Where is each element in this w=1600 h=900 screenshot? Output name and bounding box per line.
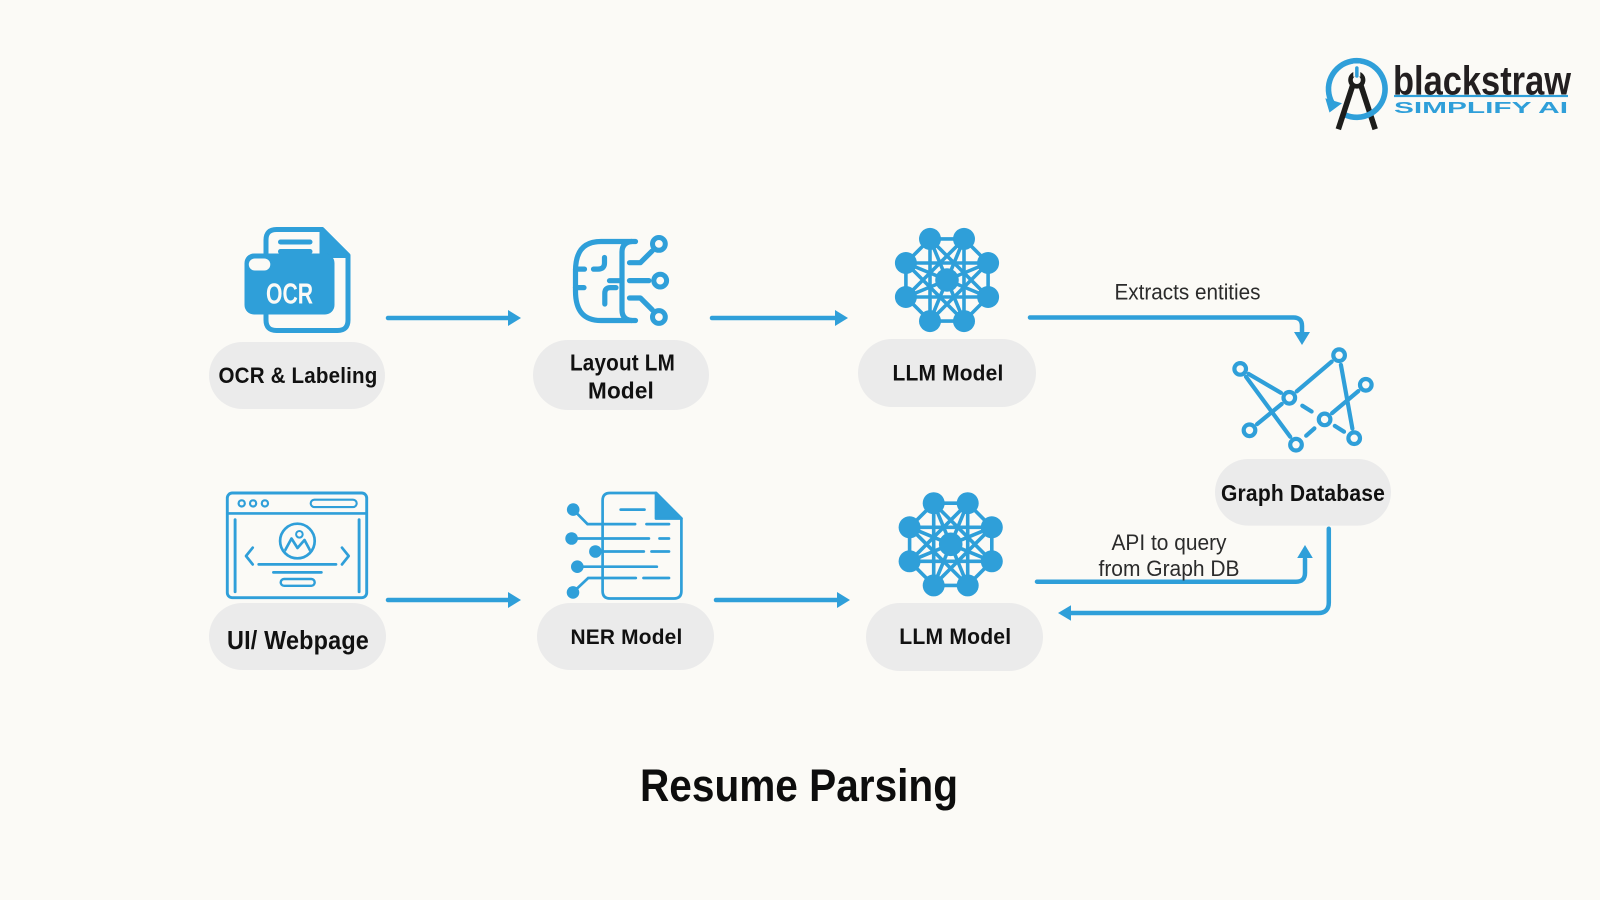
svg-text:UI/ Webpage: UI/ Webpage xyxy=(227,625,369,655)
svg-text:Model: Model xyxy=(588,378,654,404)
svg-text:OCR: OCR xyxy=(266,279,313,311)
svg-text:Layout LM: Layout LM xyxy=(570,350,675,376)
svg-text:LLM Model: LLM Model xyxy=(893,361,1004,386)
svg-text:Graph Database: Graph Database xyxy=(1221,480,1385,506)
svg-text:NER Model: NER Model xyxy=(571,626,683,649)
svg-text:Extracts entities: Extracts entities xyxy=(1115,279,1261,304)
svg-text:Resume Parsing: Resume Parsing xyxy=(640,760,958,811)
svg-text:from Graph DB: from Graph DB xyxy=(1099,556,1240,581)
svg-text:SIMPLIFY AI: SIMPLIFY AI xyxy=(1394,100,1568,117)
svg-text:API to query: API to query xyxy=(1112,530,1228,555)
svg-text:OCR & Labeling: OCR & Labeling xyxy=(219,363,378,388)
svg-text:LLM Model: LLM Model xyxy=(899,624,1011,649)
